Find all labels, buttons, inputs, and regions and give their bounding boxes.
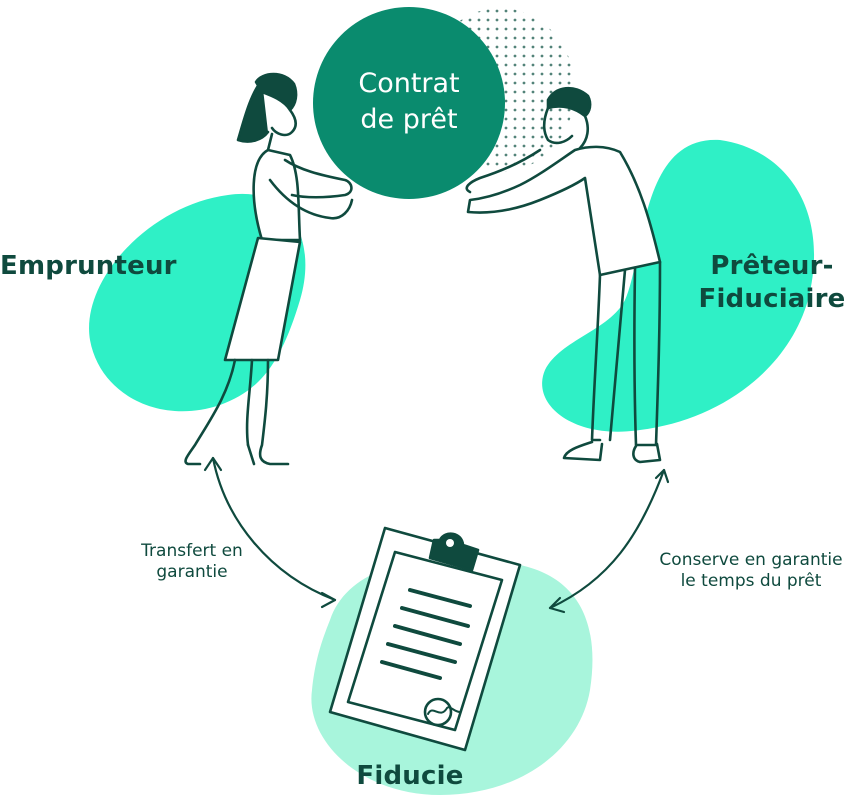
contract-circle — [313, 7, 505, 199]
arrow-right-label: Conserve en garantie le temps du prêt — [640, 550, 862, 593]
right-blob — [542, 139, 815, 432]
arrow-right — [548, 468, 670, 614]
arrow-left-label: Transfert en garantie — [112, 541, 272, 584]
woman-figure-icon — [184, 72, 354, 466]
preteur-label-line2: Fiduciaire — [698, 283, 846, 314]
contract-label: Contrat de prêt — [329, 66, 489, 138]
preteur-label-line1: Prêteur- — [710, 251, 834, 281]
man-figure-icon — [465, 86, 662, 464]
preteur-label: Prêteur- Fiduciaire — [686, 250, 858, 315]
arrow-left-label-line2: garantie — [156, 562, 228, 583]
arrow-left-label-line1: Transfert en — [141, 541, 243, 561]
arrow-left — [203, 456, 337, 609]
contract-label-line1: Contrat — [358, 68, 460, 99]
fiducie-label: Fiducie — [356, 761, 464, 791]
clipboard-document-icon — [328, 526, 522, 752]
arrow-right-label-line1: Conserve en garantie — [659, 550, 843, 570]
emprunteur-label: Emprunteur — [0, 251, 177, 281]
contract-label-line2: de prêt — [360, 104, 458, 135]
arrow-right-label-line2: le temps du prêt — [680, 571, 822, 592]
